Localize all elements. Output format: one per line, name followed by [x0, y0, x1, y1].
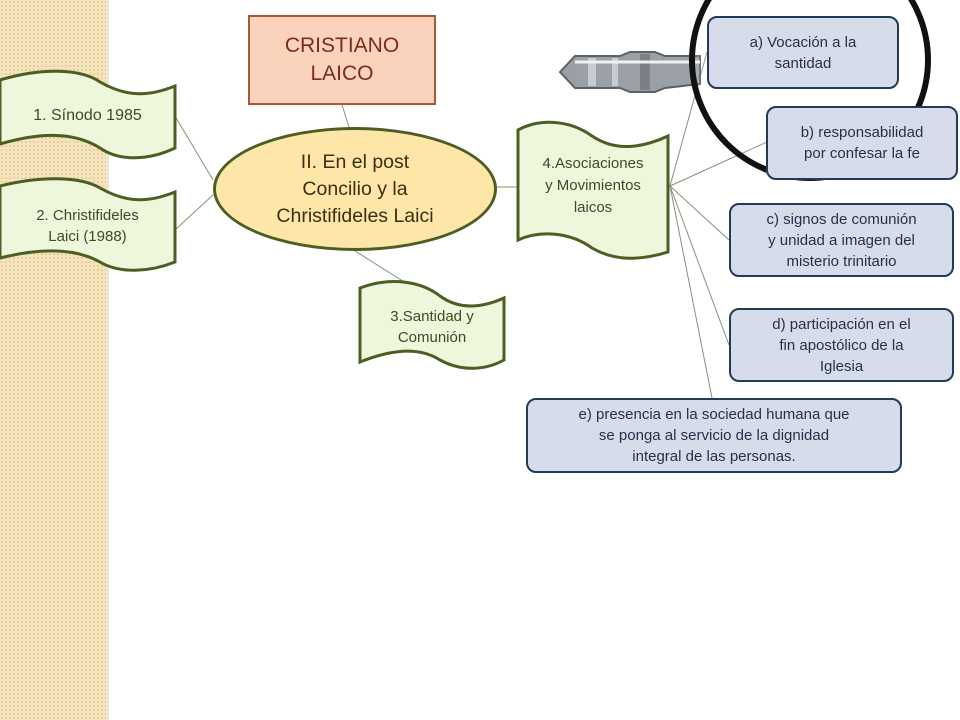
- banner-4-shape: [516, 120, 670, 260]
- cristiano-laico-box: CRISTIANO LAICO: [248, 15, 436, 105]
- item-c-line-3: misterio trinitario: [786, 252, 897, 270]
- banner-4-line-2: y Movimientos: [545, 177, 641, 194]
- banner-1-text: 1. Sínodo 1985: [33, 107, 142, 124]
- top-box-line-1: CRISTIANO: [284, 34, 400, 57]
- connector-c: [669, 185, 730, 241]
- item-e-line-2: se ponga al servicio de la dignidad: [598, 427, 830, 444]
- center-line-2: Concilio y la: [302, 177, 408, 200]
- banner-4-label: 4.Asociaciones y Movimientos laicos: [518, 144, 668, 228]
- item-d-line-1: d) participación en el: [772, 315, 911, 333]
- banner-4-line-3: laicos: [573, 199, 613, 216]
- item-e-line-1: e) presencia en la sociedad humana que: [578, 406, 850, 423]
- banner-2-line-2: Laici (1988): [48, 228, 127, 245]
- item-d-box: d) participación en el fin apostólico de …: [729, 308, 954, 382]
- banner-3-label: 3.Santidad y Comunión: [360, 302, 504, 352]
- center-line-1: II. En el post: [300, 150, 410, 173]
- item-d-line-2: fin apostólico de la: [779, 336, 904, 354]
- banner-1-label: 1. Sínodo 1985: [0, 98, 175, 134]
- banner-3-line-1: 3.Santidad y: [390, 308, 474, 325]
- item-c-line-1: c) signos de comunión: [766, 210, 917, 228]
- item-b-box: b) responsabilidad por confesar la fe: [766, 106, 958, 180]
- connector-center-banner1: [174, 115, 214, 181]
- item-a-box: a) Vocación a la santidad: [707, 16, 899, 89]
- connector-d: [669, 185, 730, 346]
- banner-2-shape: [0, 177, 177, 272]
- banner-3-line-2: Comunión: [397, 329, 467, 346]
- item-c-line-2: y unidad a imagen del: [768, 231, 915, 249]
- banner-4-line-1: 4.Asociaciones: [542, 155, 644, 172]
- connector-center-banner2: [174, 194, 214, 231]
- banner-2-line-1: 2. Christifideles: [36, 207, 139, 224]
- item-a-line-2: santidad: [774, 54, 832, 72]
- side-stripe-edge: [106, 0, 109, 720]
- item-d-line-3: Iglesia: [819, 357, 864, 375]
- banner-3-shape: [358, 280, 506, 370]
- item-b-line-1: b) responsabilidad: [800, 124, 924, 141]
- item-e-box: e) presencia en la sociedad humana que se…: [526, 398, 902, 473]
- connector-top-center: [341, 104, 351, 131]
- item-e-line-3: integral de las personas.: [632, 448, 796, 465]
- center-line-3: Christifideles Laici: [276, 204, 434, 227]
- item-c-box: c) signos de comunión y unidad a imagen d…: [729, 203, 954, 277]
- top-box-line-2: LAICO: [310, 62, 374, 85]
- banner-1-shape: [0, 69, 177, 160]
- connector-e: [669, 185, 713, 399]
- item-b-line-2: por confesar la fe: [804, 145, 920, 162]
- connector-b: [669, 141, 768, 187]
- item-a-line-1: a) Vocación a la: [749, 33, 857, 51]
